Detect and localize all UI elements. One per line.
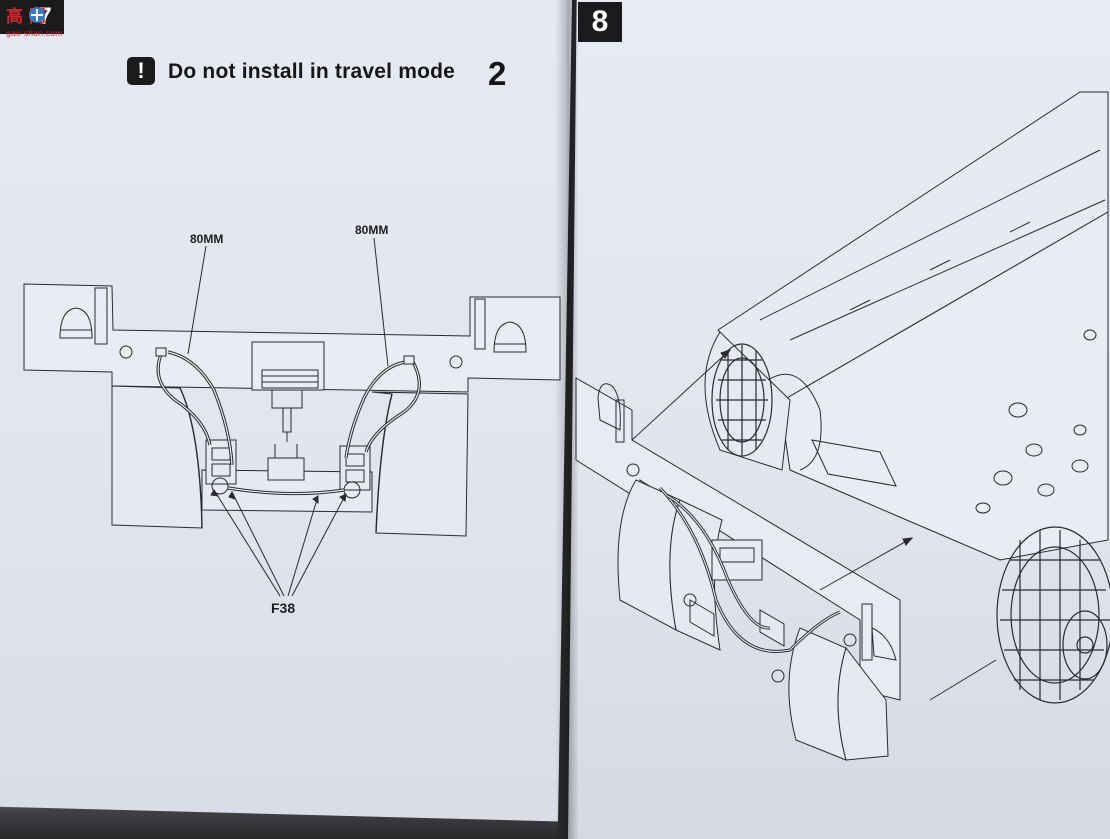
- warning-text: Do not install in travel mode: [168, 60, 456, 83]
- rear-plate-diagram: [24, 284, 560, 536]
- step-8-number: 8: [591, 5, 609, 38]
- step-8-badge: 8: [578, 2, 622, 42]
- exclamation-icon: !: [127, 57, 155, 85]
- watermark-url: gao-shan.com: [6, 29, 63, 38]
- part-number-label: F38: [271, 600, 296, 616]
- warning-number: 2: [488, 55, 507, 92]
- book-spine: [555, 0, 579, 839]
- watermark-logo: 高 网 gao-shan.com: [4, 2, 70, 38]
- cable-length-label-left: 80MM: [190, 232, 224, 246]
- left-page: [0, 0, 572, 839]
- cable-length-label-right: 80MM: [355, 223, 389, 237]
